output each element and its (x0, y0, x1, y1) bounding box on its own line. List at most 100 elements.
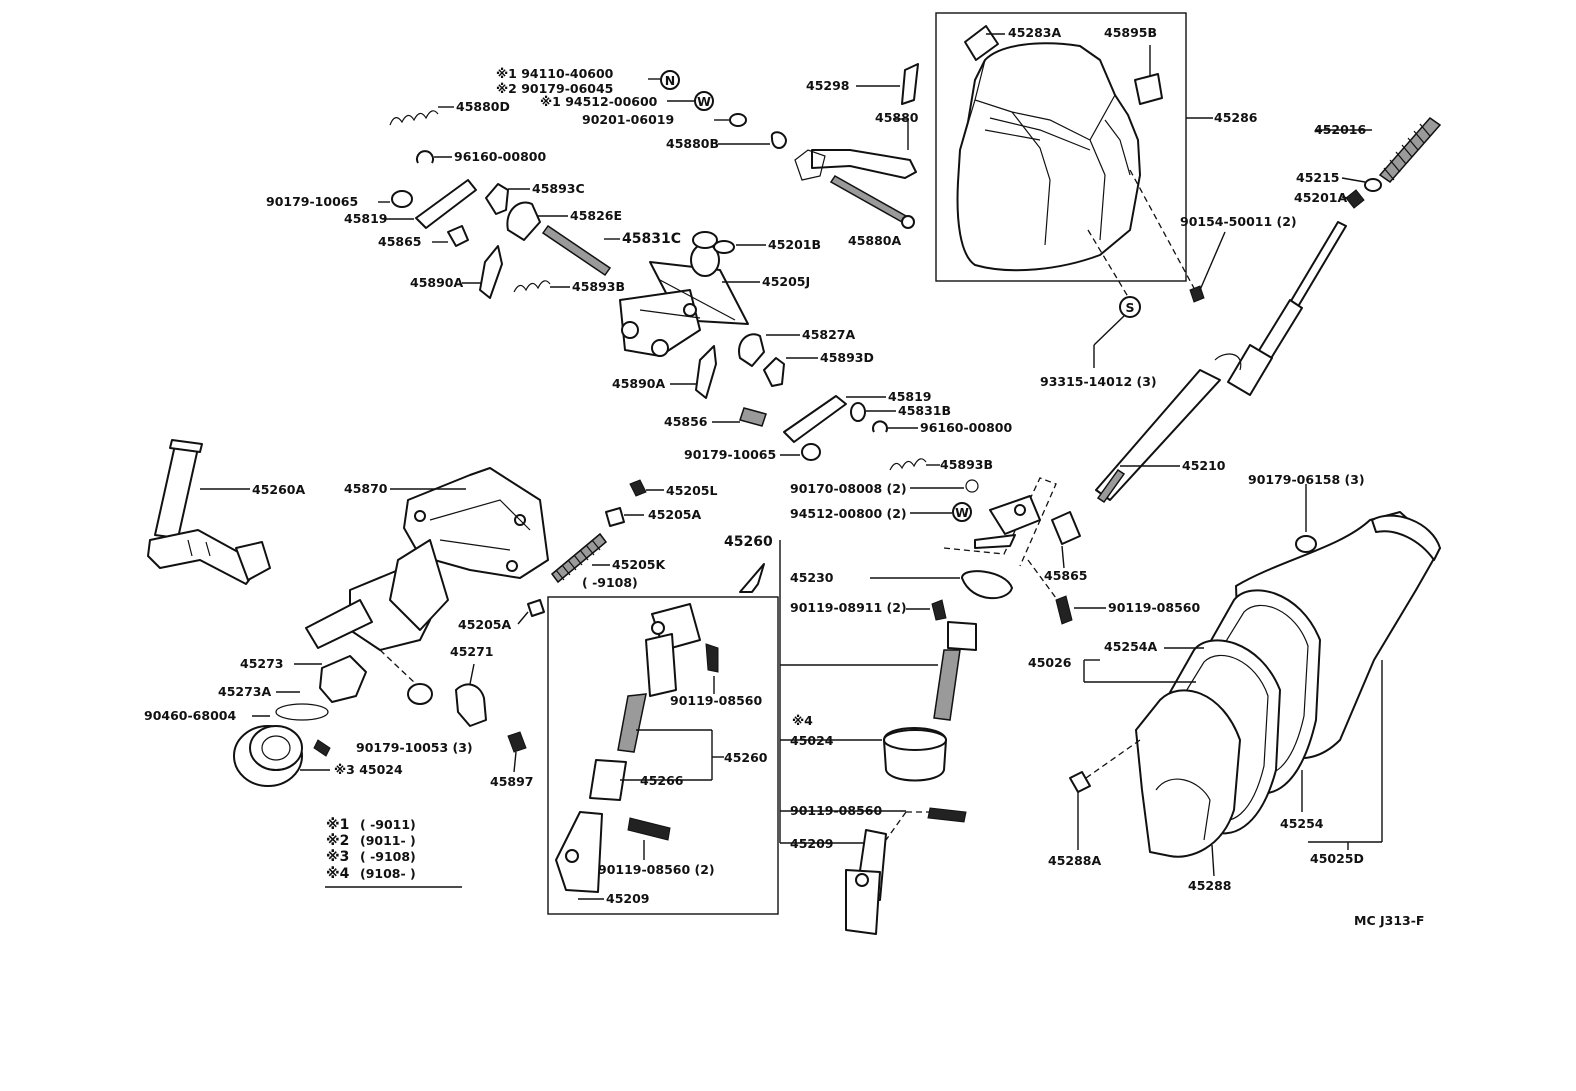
part-labels: ※1 94110-40600 ※2 90179-06045 ※1 94512-0… (144, 25, 1424, 928)
bolt-45205l (629, 479, 647, 497)
label-90119-08560-c: 90119-08560 (1108, 600, 1200, 615)
s-symbol: S (1125, 300, 1134, 315)
steering-main-shaft (1095, 221, 1347, 504)
label-45819-a: 45819 (344, 211, 388, 226)
cover-pad-45895b (1134, 73, 1163, 105)
label-90119-08560-a: 90119-08560 (670, 693, 762, 708)
label-45205a-a: 45205A (648, 507, 701, 522)
label-452016: 452016 (1314, 122, 1366, 137)
label-45254a: 45254A (1104, 639, 1157, 654)
label-90179-10053: 90179-10053 (3) (356, 740, 473, 755)
label-45880a: 45880A (848, 233, 901, 248)
legend-range-2: (9011- ) (360, 833, 416, 848)
lever-45890a-a (479, 245, 503, 299)
collar-90179-a (391, 190, 413, 208)
n-symbol: N (665, 73, 675, 88)
joint-plate-assembly (974, 495, 1041, 549)
label-45286: 45286 (1214, 110, 1258, 125)
label-90179-06045: ※2 90179-06045 (496, 81, 613, 96)
rod-45880a (829, 175, 908, 223)
label-45880b: 45880B (666, 136, 719, 151)
label-45298: 45298 (806, 78, 850, 93)
legend-mark-1: ※1 (326, 817, 349, 833)
label-90170-08008: 90170-08008 (2) (790, 481, 907, 496)
label-45271: 45271 (450, 644, 494, 659)
cover-group-box (935, 12, 1187, 282)
collar-90179-b (801, 443, 821, 461)
label-90119-08911: 90119-08911 (2) (790, 600, 907, 615)
label-96160-00800-a: 96160-00800 (454, 149, 546, 164)
rod-45831c (541, 224, 612, 277)
label-45273: 45273 (240, 656, 284, 671)
label-45205j: 45205J (762, 274, 810, 289)
label-96160-00800-b: 96160-00800 (920, 420, 1012, 435)
label-45870: 45870 (344, 481, 388, 496)
label-90179-06158: 90179-06158 (3) (1248, 472, 1365, 487)
tilt-bracket-assembly (619, 231, 749, 357)
intermediate-shaft-45260 (555, 603, 701, 893)
plate-45827a (738, 333, 765, 367)
label-45025d: 45025D (1310, 851, 1364, 866)
label-90460-68004: 90460-68004 (144, 708, 236, 723)
bracket-45893c (485, 183, 509, 215)
diagram-code: MC J313-F (1354, 913, 1424, 928)
label-90154-50011: 90154-50011 (2) (1180, 214, 1297, 229)
lower-shaft-45260a (147, 439, 271, 585)
bolt-90119-08560-pair (627, 817, 671, 841)
spring-45856 (739, 407, 767, 427)
grommet-45271 (455, 683, 487, 727)
knob-45880b (770, 131, 787, 149)
label-94512-00800: 94512-00800 (2) (790, 506, 907, 521)
label-45893b-a: 45893B (572, 279, 625, 294)
label-45880: 45880 (875, 110, 919, 125)
label-45865-b: 45865 (1044, 568, 1088, 583)
ring-45215 (1364, 178, 1382, 192)
bushing-45205a-a (605, 507, 625, 527)
grommet-90179-06158 (1295, 535, 1317, 553)
universal-joint-45209 (845, 829, 887, 935)
label-45024-a: ※3 45024 (334, 762, 403, 777)
w-symbol-circle (694, 91, 714, 111)
legend-range-3: ( -9108) (360, 849, 416, 864)
clip-96160-a (416, 150, 434, 164)
plate-45826e (506, 201, 541, 241)
label-90119-08560-2: 90119-08560 (2) (598, 862, 715, 877)
label-93315-14012: 93315-14012 (3) (1040, 374, 1157, 389)
label-45880d: 45880D (456, 99, 510, 114)
label-45819-b: 45819 (888, 389, 932, 404)
label-45260-a: 45260 (724, 534, 773, 550)
label-45826e: 45826E (570, 208, 622, 223)
label-45026: 45026 (1028, 655, 1072, 670)
label-45890a-b: 45890A (612, 376, 665, 391)
bolt-90154 (1189, 285, 1205, 303)
legend-range-4: (9108- ) (360, 866, 416, 881)
w-symbol-circle-2 (952, 502, 972, 522)
pin-45865-a (447, 225, 469, 247)
label-45266: 45266 (640, 773, 684, 788)
label-45024-b: 45024 (790, 733, 834, 748)
legend-mark-4: ※4 (326, 866, 350, 882)
bolt-90119-08560-a (705, 643, 719, 673)
legend-mark-2: ※2 (326, 833, 349, 849)
label-45201b: 45201B (768, 237, 821, 252)
label-45209-a: 45209 (606, 891, 650, 906)
clip-45288a (1069, 771, 1091, 793)
arrow-up (739, 563, 765, 593)
label-45205k: 45205K (612, 557, 666, 572)
label-45895b: 45895B (1104, 25, 1157, 40)
label-45856: 45856 (664, 414, 708, 429)
label-90119-08560-b: 90119-08560 (790, 803, 882, 818)
label-45230: 45230 (790, 570, 834, 585)
lever-45890a-b (695, 345, 717, 399)
label-45283a: 45283A (1008, 25, 1061, 40)
dust-boot-45288 (1135, 689, 1241, 858)
upper-joint-shaft (933, 621, 977, 721)
label-45205l: 45205L (666, 483, 717, 498)
bushing-45201a (1345, 189, 1365, 209)
ring-45201b (713, 240, 735, 254)
label-45215: 45215 (1296, 170, 1340, 185)
label-45288: 45288 (1188, 878, 1232, 893)
joint-45230 (961, 570, 1013, 600)
spring-45880d (389, 110, 439, 126)
